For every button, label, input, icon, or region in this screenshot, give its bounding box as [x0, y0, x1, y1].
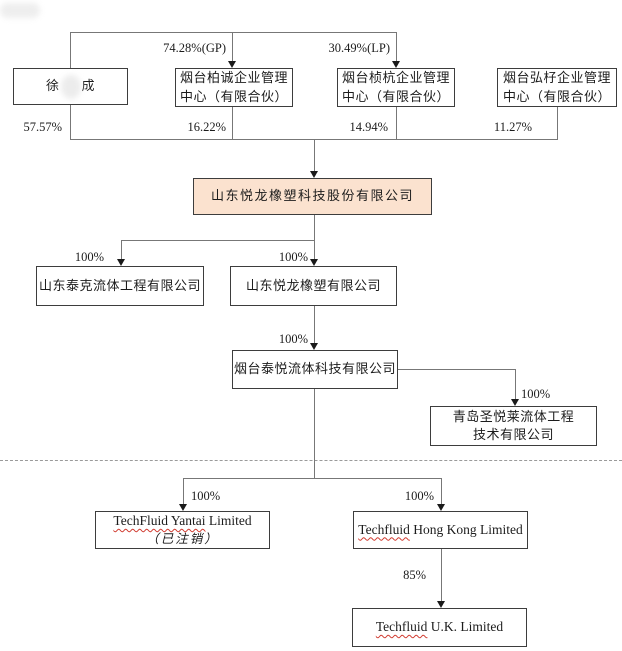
node-label-line1: 烟台弘杍企业管理	[502, 70, 611, 86]
node-label: TechFluid Yantai Limited	[113, 512, 251, 531]
arrow-head-icon	[310, 259, 318, 266]
node-label-underlined: TechFluid Yantai	[113, 512, 206, 528]
node-label-line1: 青岛圣悦莱流体工程	[452, 408, 575, 424]
arrow-head-icon	[392, 61, 400, 68]
node-label: Techfluid Hong Kong Limited	[358, 521, 522, 540]
connector-line	[396, 107, 397, 139]
person-name: 徐成	[45, 74, 96, 99]
lp-stake-label: 30.49%(LP)	[328, 41, 390, 55]
pct-label-taiyue: 100%	[278, 332, 308, 346]
connector-line	[232, 32, 233, 62]
arrow-head-icon	[117, 259, 125, 266]
node-label-line1: 烟台柏诚企业管理	[179, 70, 288, 86]
node-label: 烟台泰悦流体科技有限公司	[233, 361, 396, 377]
node-techfluid-hk: Techfluid Hong Kong Limited	[353, 511, 528, 549]
pct-label-tf-yantai: 100%	[191, 489, 221, 503]
node-label-rest: Limited	[205, 512, 252, 528]
connector-line	[398, 369, 515, 370]
deregistered-note: （已注销）	[146, 531, 219, 546]
node-yuelong-ltd: 山东悦龙橡塑有限公司	[230, 266, 397, 306]
connector-line	[70, 32, 397, 33]
connector-line	[314, 240, 315, 260]
node-label-line2: 技术有限公司	[472, 427, 554, 442]
person-name-last: 成	[81, 77, 96, 93]
node-person: 徐成	[13, 68, 128, 105]
arrow-head-icon	[179, 504, 187, 511]
node-baicheng-partnership: 烟台柏诚企业管理 中心（有限合伙）	[175, 68, 293, 107]
gp-stake-label: 74.28%(GP)	[163, 41, 226, 55]
node-label: 山东泰克流体工程有限公司	[38, 277, 201, 293]
pct-label-qingdao: 100%	[521, 387, 551, 401]
node-taiyue: 烟台泰悦流体科技有限公司	[232, 350, 398, 389]
arrow-head-icon	[310, 171, 318, 178]
connector-line	[441, 549, 442, 602]
person-name-first: 徐	[45, 77, 60, 93]
pct-label-tf-hk: 100%	[404, 489, 434, 503]
arrow-head-icon	[437, 601, 445, 608]
zhenhang-stake-label: 14.94%	[349, 120, 388, 134]
pct-label-yuelong: 100%	[278, 250, 308, 264]
node-zhenhang-partnership: 烟台桢杭企业管理 中心（有限合伙）	[337, 68, 455, 107]
node-label-rest: Hong Kong Limited	[409, 521, 523, 537]
node-label-line2: 中心（有限合伙）	[179, 88, 288, 104]
person-stake-label: 57.57%	[23, 120, 62, 134]
arrow-head-icon	[310, 343, 318, 350]
node-qingdao: 青岛圣悦莱流体工程 技术有限公司	[430, 406, 597, 446]
connector-line	[183, 478, 184, 505]
pct-85-label: 85%	[403, 568, 426, 582]
connector-line	[314, 306, 315, 344]
connector-line	[515, 369, 516, 400]
baicheng-stake-label: 16.22%	[187, 120, 226, 134]
node-label: 山东悦龙橡塑有限公司	[245, 277, 381, 293]
redaction-blur	[60, 74, 81, 99]
node-hongzi-partnership: 烟台弘杍企业管理 中心（有限合伙）	[497, 68, 617, 107]
connector-line	[314, 389, 315, 478]
scan-artifact	[0, 3, 40, 18]
pct-label-taike: 100%	[74, 250, 104, 264]
node-label-line2: 中心（有限合伙）	[502, 88, 611, 104]
connector-line	[441, 478, 442, 505]
connector-line	[557, 107, 558, 139]
issuer-label: 山东悦龙橡塑科技股份有限公司	[210, 188, 414, 204]
node-label: Techfluid U.K. Limited	[376, 618, 503, 637]
node-label-line1: 烟台桢杭企业管理	[341, 70, 450, 86]
arrow-head-icon	[228, 61, 236, 68]
hongzi-stake-label: 11.27%	[493, 120, 532, 134]
connector-line	[314, 139, 315, 172]
arrow-head-icon	[437, 504, 445, 511]
connector-line	[232, 107, 233, 139]
connector-line	[70, 105, 71, 139]
node-label-line2: 中心（有限合伙）	[341, 88, 450, 104]
connector-line	[121, 240, 315, 241]
node-label-underlined: Techfluid	[375, 619, 428, 635]
connector-line	[396, 32, 397, 62]
connector-line	[183, 478, 441, 479]
node-techfluid-yantai: TechFluid Yantai Limited （已注销）	[95, 511, 270, 549]
connector-line	[121, 240, 122, 260]
arrow-head-icon	[511, 399, 519, 406]
connector-line	[314, 215, 315, 240]
dashed-separator-line	[0, 460, 622, 461]
node-label-rest: U.K. Limited	[427, 619, 504, 635]
node-techfluid-uk: Techfluid U.K. Limited	[352, 608, 527, 647]
node-issuer: 山东悦龙橡塑科技股份有限公司	[193, 178, 432, 215]
connector-line	[70, 32, 71, 68]
node-taike: 山东泰克流体工程有限公司	[36, 266, 204, 306]
node-label-underlined: Techfluid	[358, 521, 410, 537]
